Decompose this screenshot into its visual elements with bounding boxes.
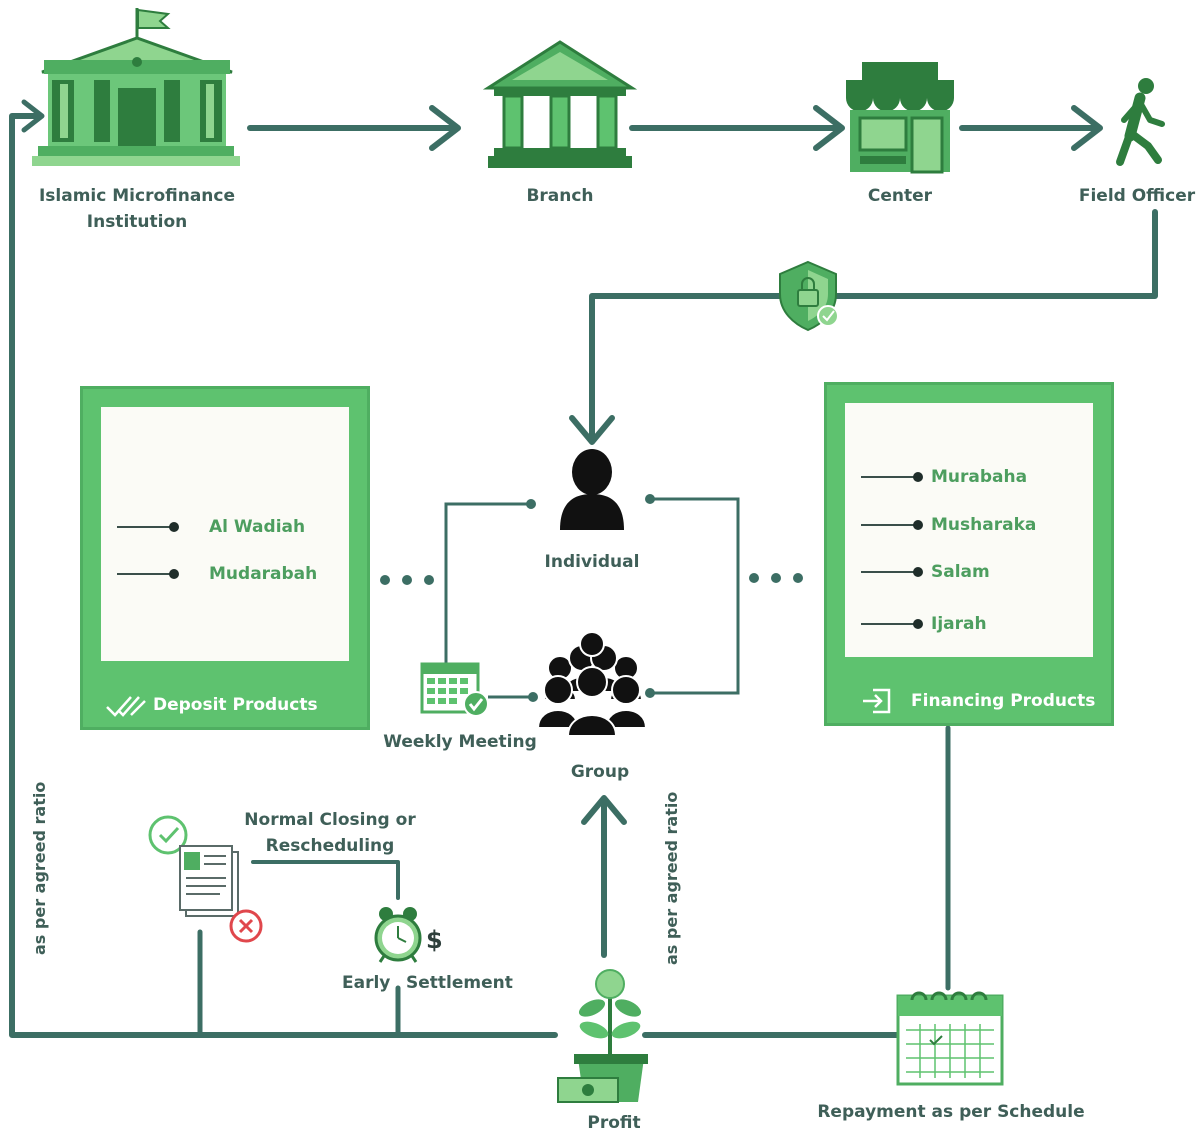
label-normal-closing: Normal Closing or Rescheduling [244,810,416,856]
person-icon [560,449,624,530]
list-item: Al Wadiah [117,515,337,539]
return-path [9,113,558,1038]
label-profit: Profit [587,1113,641,1133]
list-item: Salam [861,560,1081,584]
list-item: Musharaka [861,513,1081,537]
deposit-products-footer: Deposit Products [83,683,367,727]
label-branch: Branch [526,186,594,206]
financing-products-panel: Murabaha Musharaka Salam Ijarah Financin… [824,382,1114,726]
calendar-schedule-icon [896,991,1004,1086]
arrow-officer-individual [589,209,1158,443]
label-ratio-right: as per agreed ratio [662,791,681,965]
label-settlement: Settlement [406,973,513,993]
double-check-icon [106,696,146,717]
alarm-clock-icon [374,907,422,963]
list-item: Murabaha [861,465,1081,489]
label-ratio-left: as per agreed ratio [30,781,49,955]
label-weekly-meeting: Weekly Meeting [383,732,537,752]
financing-products-footer: Financing Products [827,679,1111,723]
calendar-check-icon [420,662,489,717]
walking-person-icon [1116,78,1165,166]
deposit-products-title: Deposit Products [153,695,318,715]
financing-products-title: Financing Products [911,691,1096,711]
branch-bank-icon [482,40,638,168]
label-individual: Individual [544,552,640,572]
money-plant-icon [557,969,648,1103]
store-icon [846,62,954,174]
label-early: Early [342,973,391,993]
sign-in-icon [863,688,891,714]
label-center: Center [867,186,933,206]
list-item: Ijarah [861,612,1081,636]
connectors [9,99,1158,1038]
bank-building-icon [32,8,240,166]
label-group: Group [570,762,630,782]
list-item: Mudarabah [117,562,337,586]
label-repayment: Repayment as per Schedule [817,1102,1085,1122]
label-field-officer: Field Officer [1078,186,1196,206]
label-dollar: $ [426,926,443,954]
label-institution: Islamic Microfinance Institution [38,186,236,232]
people-group-icon [536,631,648,737]
document-approve-reject-icon [148,815,263,943]
shield-lock-icon [779,260,839,332]
deposit-products-panel: Al Wadiah Mudarabah Deposit Products [80,386,370,730]
